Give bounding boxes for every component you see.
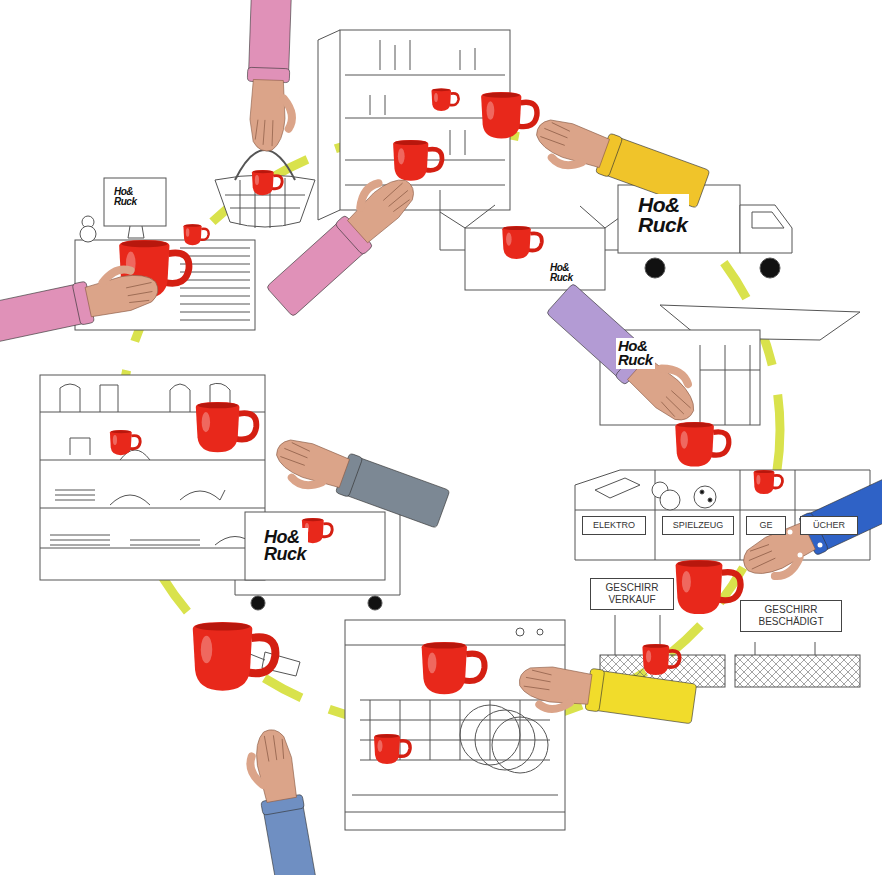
sign-text: GESCHIRR VERKAUF [595, 582, 669, 606]
sign-board: GESCHIRR VERKAUF [590, 578, 674, 610]
sign-text: ELEKTRO [587, 520, 641, 531]
sign-board: ELEKTRO [582, 516, 646, 535]
logo-text: Ho& Ruck [262, 528, 308, 564]
sketches [40, 30, 870, 830]
logo-text: Ho& Ruck [548, 262, 574, 283]
logo-text: Ho& Ruck [112, 186, 138, 207]
sign-text: SPIELZEUG [667, 520, 729, 531]
sign-board: GESCHIRR BESCHÄDIGT [740, 600, 842, 632]
logo-text: Ho& Ruck [636, 194, 689, 236]
sign-text: GE [751, 520, 781, 531]
sign-board: GE [746, 516, 786, 535]
sign-board: ÜCHER [800, 516, 858, 535]
logo-text: Ho& Ruck [616, 338, 655, 369]
sign-text: ÜCHER [805, 520, 853, 531]
red-mug [110, 88, 783, 764]
sign-text: GESCHIRR BESCHÄDIGT [745, 604, 837, 628]
sign-board: SPIELZEUG [662, 516, 734, 535]
